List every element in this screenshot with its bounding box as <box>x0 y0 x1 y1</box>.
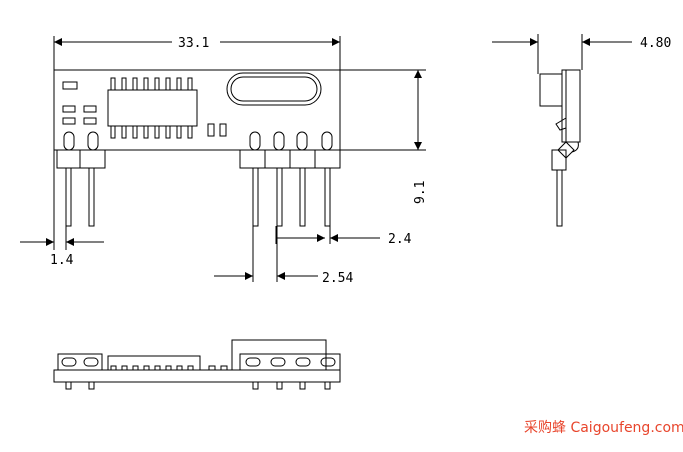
front-view <box>20 36 426 282</box>
pin-loops <box>63 131 333 151</box>
bottom-pin-loops <box>61 357 336 367</box>
smd-components <box>62 81 227 137</box>
pcb-board <box>53 69 341 151</box>
label-pin-gap: 2.4 <box>388 232 412 247</box>
dim-pin-dia <box>20 150 104 250</box>
dim-width <box>53 36 341 70</box>
bottom-ic-pins <box>110 365 194 371</box>
ic-bottom-pins <box>110 125 193 139</box>
side-crystal <box>539 73 563 107</box>
side-board <box>561 69 581 143</box>
dim-thickness <box>492 34 632 74</box>
dim-pitch <box>214 226 318 282</box>
side-view <box>492 34 632 227</box>
header-left <box>56 149 106 169</box>
dim-pin-gap <box>275 226 380 244</box>
pins <box>65 167 331 227</box>
label-height: 9.1 <box>413 181 428 204</box>
crystal-oval <box>226 72 322 106</box>
bottom-pins <box>65 381 331 390</box>
bottom-board <box>53 369 341 383</box>
label-width: 33.1 <box>178 36 209 51</box>
bottom-header-right <box>239 353 341 371</box>
ic-chip <box>107 89 198 127</box>
watermark-text: 采购蜂 Caigoufeng.com <box>524 420 683 436</box>
label-pitch: 2.54 <box>322 271 353 286</box>
label-thickness: 4.80 <box>640 36 671 51</box>
ic-top-pins <box>110 77 193 91</box>
dim-height <box>340 69 426 151</box>
bottom-header-left <box>57 353 103 371</box>
bottom-view <box>53 339 341 390</box>
label-pin-dia: 1.4 <box>50 253 74 268</box>
